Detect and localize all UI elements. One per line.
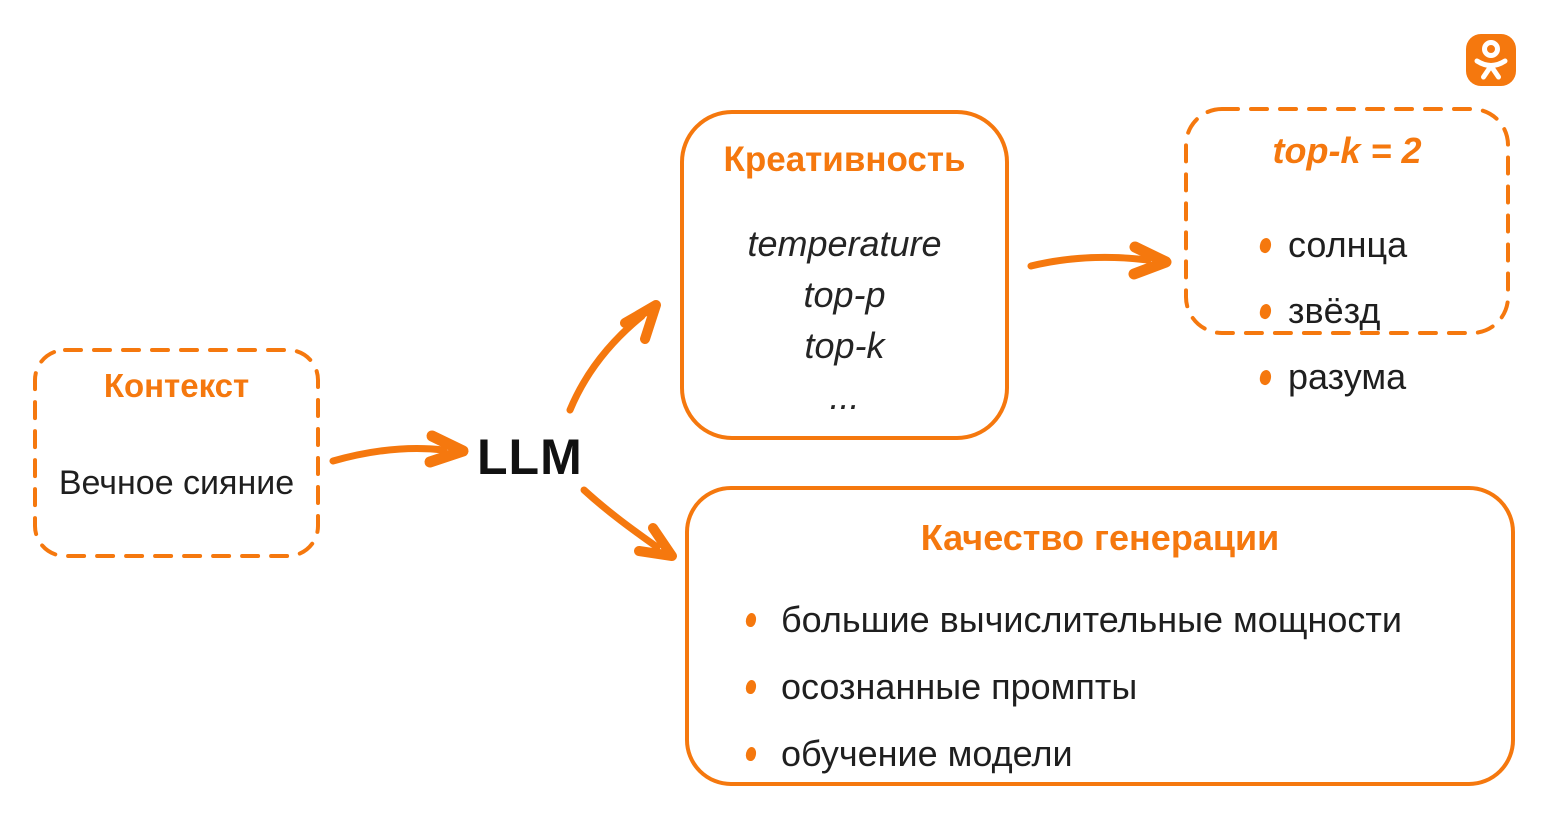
llm-label: LLM (477, 429, 583, 485)
list-item-label: звёзд (1288, 290, 1381, 331)
arrow-llm-to-creativity (566, 300, 661, 414)
param-item: top-p (803, 274, 886, 315)
arrow-llm-to-quality (580, 486, 677, 561)
bullet-icon (1258, 236, 1273, 254)
list-item-label: осознанные промпты (781, 665, 1138, 707)
creativity-params-list: temperature top-p top-k ... (684, 218, 1005, 422)
list-item-label: обучение модели (781, 732, 1073, 774)
list-item-label: солнца (1288, 224, 1408, 265)
quality-box-title: Качество генерации (920, 517, 1280, 558)
context-box: Контекст Вечное сияние (33, 348, 320, 558)
bullet-icon (744, 745, 758, 762)
list-item: солнца (1184, 212, 1510, 278)
creativity-box: Креативность temperature top-p top-k ... (680, 110, 1009, 440)
bullet-icon (1258, 368, 1273, 386)
arrow-context-to-llm (329, 430, 469, 468)
param-item: temperature (747, 223, 942, 264)
arrow-creativity-to-topk (1027, 241, 1172, 280)
topk-excluded-item: разума (1184, 344, 1524, 410)
ok-person-glyph (1474, 40, 1508, 80)
list-item: обучение модели (689, 720, 1511, 787)
list-item: большие вычислительные мощности (689, 586, 1511, 653)
odnoklassniki-logo-icon (1466, 34, 1516, 86)
param-item: top-k (804, 325, 885, 366)
context-box-body: Вечное сияние (58, 464, 295, 502)
generation-quality-box: Качество генерации большие вычислительны… (685, 486, 1515, 786)
context-box-title: Контекст (103, 367, 250, 404)
topk-result-box: top-k = 2 солнца звёзд (1184, 107, 1510, 335)
creativity-box-title: Креативность (723, 140, 966, 179)
list-item-label: разума (1288, 356, 1407, 397)
bullet-icon (1258, 302, 1273, 320)
list-item: осознанные промпты (689, 653, 1511, 720)
bullet-icon (744, 611, 758, 628)
list-item-label: большие вычислительные мощности (781, 598, 1402, 640)
param-item-ellipsis: ... (829, 376, 860, 417)
bullet-icon (744, 678, 758, 695)
topk-box-title: top-k = 2 (1272, 130, 1422, 171)
topk-items-list: солнца звёзд (1184, 212, 1510, 344)
quality-items-list: большие вычислительные мощности осознанн… (689, 586, 1511, 787)
list-item: звёзд (1184, 278, 1510, 344)
